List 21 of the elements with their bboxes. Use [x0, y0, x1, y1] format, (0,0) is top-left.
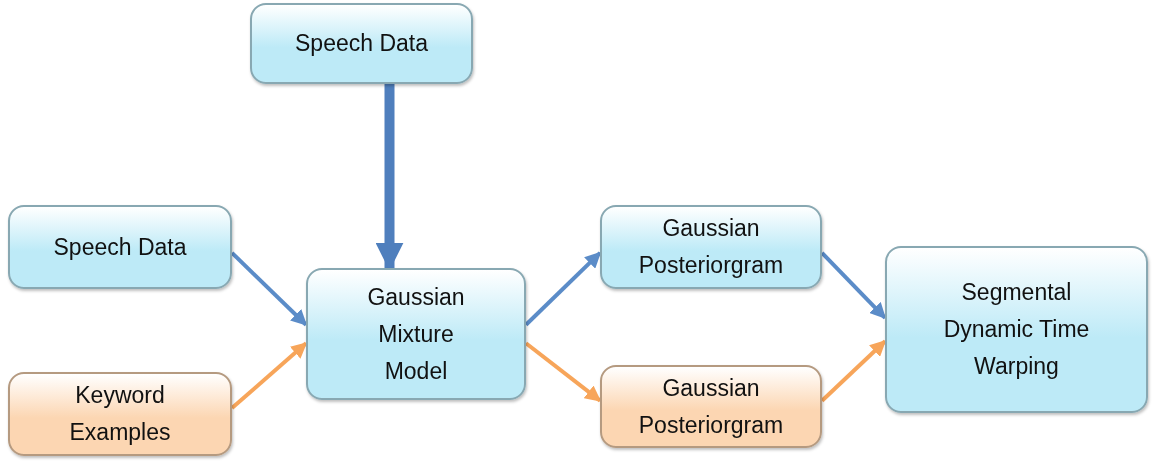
arrow — [375, 84, 404, 271]
process-box — [8, 372, 232, 456]
process-box — [885, 246, 1148, 413]
box-label: Gaussian Mixture Model — [366, 282, 466, 386]
arrow — [820, 339, 887, 403]
arrow — [230, 341, 308, 410]
box-label: Speech Data — [53, 232, 187, 262]
box-label: Gaussian Posteriorgram — [637, 214, 785, 280]
arrow — [524, 341, 602, 403]
arrow — [524, 251, 602, 327]
box-label: Speech Data — [295, 29, 428, 58]
process-box — [8, 205, 232, 289]
process-box — [600, 205, 822, 289]
arrow — [820, 251, 887, 320]
process-box — [306, 268, 526, 400]
box-label: Segmental Dynamic Time Warping — [942, 278, 1091, 381]
process-box — [250, 3, 473, 84]
process-box — [600, 365, 822, 448]
box-label: Keyword Examples — [68, 381, 172, 447]
box-label: Gaussian Posteriorgram — [637, 373, 785, 440]
arrow — [230, 251, 308, 327]
